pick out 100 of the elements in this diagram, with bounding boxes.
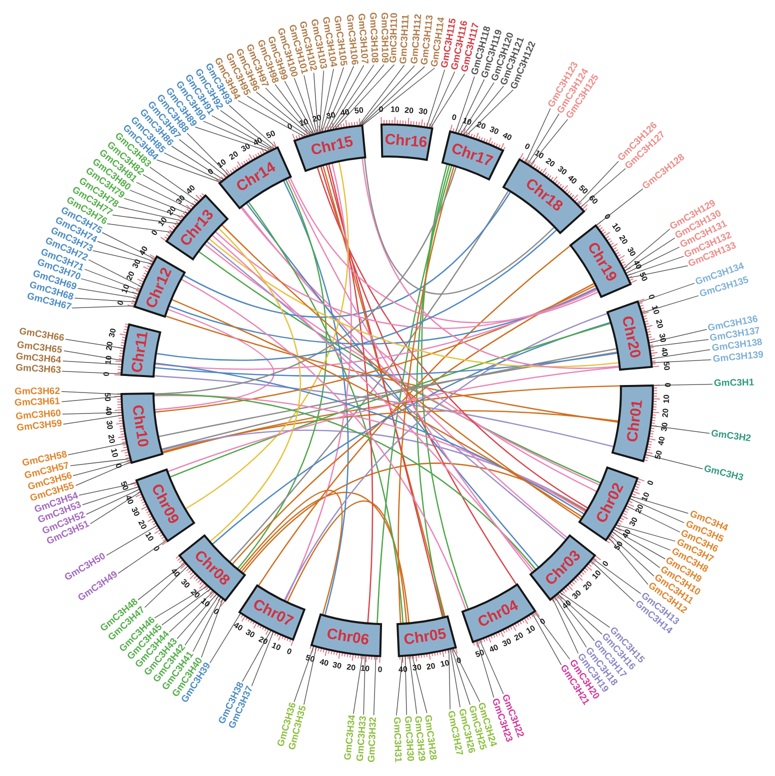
leader-line [162, 588, 211, 626]
leader-line [530, 118, 568, 166]
leader-line [90, 491, 142, 524]
tick-label: 40 [501, 131, 513, 142]
tick-label: 40 [169, 567, 182, 580]
leader-line [136, 182, 192, 210]
leader-line [451, 648, 470, 706]
link-curve [286, 500, 408, 624]
leader-line [304, 74, 318, 134]
tick-label: 10 [109, 447, 119, 458]
link-curve [416, 164, 450, 618]
tick-label: 10 [462, 116, 473, 127]
leader-line [88, 259, 142, 288]
tick-label: 40 [103, 406, 112, 416]
leader-line [251, 630, 274, 686]
leader-line [61, 396, 122, 402]
leader-line [92, 250, 154, 264]
leader-line [149, 166, 200, 202]
tick-label: 10 [142, 531, 154, 543]
leader-line [650, 425, 710, 434]
tick-label: 0 [113, 463, 122, 470]
chromosome-box [218, 146, 292, 210]
leader-line [68, 442, 127, 456]
tick-label: 0 [450, 114, 457, 122]
leader-line [630, 496, 689, 514]
tick-label: 10 [199, 597, 212, 610]
leader-line [156, 160, 222, 183]
link-curve [208, 238, 620, 368]
link-curve [231, 282, 596, 566]
chromosome-label: Chr05 [402, 626, 447, 648]
leader-line [649, 339, 709, 348]
leader-line [577, 160, 619, 205]
leader-line [80, 278, 140, 295]
tick-label: 10 [390, 106, 400, 114]
chromosome-label: Chr16 [384, 132, 428, 150]
leader-line [652, 384, 713, 386]
leader-line [274, 84, 314, 135]
tick-label: 20 [257, 635, 269, 646]
leader-line [144, 566, 188, 608]
leader-line [479, 639, 504, 694]
link-curve [238, 490, 343, 616]
leader-line [304, 646, 317, 706]
tick-label: 40 [318, 658, 329, 668]
tick-label: 20 [136, 519, 148, 531]
tick-label: 50 [638, 272, 649, 283]
leader-line [641, 295, 699, 314]
leader-line [334, 64, 395, 130]
gene-label: GmC3H3 [703, 464, 744, 484]
leader-line [322, 67, 344, 132]
leader-line [580, 168, 626, 208]
leader-line [460, 82, 494, 135]
link-curve [362, 157, 620, 369]
leader-line [554, 596, 587, 648]
leader-line [648, 329, 708, 344]
link-curve [161, 410, 619, 453]
leader-line [72, 460, 131, 476]
tick-label: 20 [228, 150, 240, 162]
tick-label: 30 [326, 110, 336, 120]
chromosome-label: Chr07 [250, 596, 296, 629]
leader-line [525, 108, 551, 164]
tick-label: 30 [108, 327, 118, 338]
tick-label: 30 [130, 506, 141, 518]
leader-line [527, 113, 560, 165]
leader-line [294, 645, 314, 702]
tick-label: 10 [532, 148, 544, 160]
leader-line [77, 288, 138, 299]
leader-line [164, 152, 222, 182]
gene-label: GmC3H32 [366, 716, 379, 762]
tick-label: 50 [118, 480, 130, 492]
tick-label: 0 [152, 544, 161, 553]
leader-line [362, 68, 436, 126]
gene-label: GmC3H31 [391, 716, 403, 762]
leader-line [130, 190, 188, 214]
tick-label: 60 [586, 194, 599, 206]
gene-label: GmC3H110 [389, 12, 400, 64]
leader-line [650, 349, 710, 360]
tick-label: 0 [602, 212, 612, 222]
leader-line [242, 629, 272, 682]
chromosome-box [165, 194, 229, 261]
chromosome-box [120, 392, 164, 464]
leader-line [358, 64, 405, 126]
link-curve [154, 308, 274, 410]
chromosome-label: Chr06 [326, 626, 370, 648]
leader-line [284, 80, 314, 135]
leader-line [324, 66, 354, 132]
tick-label: 20 [662, 408, 670, 418]
tick-label: 30 [244, 628, 256, 640]
leader-line [72, 305, 136, 308]
leader-line [596, 188, 644, 226]
leader-line [65, 338, 125, 349]
tick-label: 30 [104, 420, 114, 430]
tick-label: 30 [628, 516, 640, 528]
link-curve [316, 166, 590, 510]
chromosome-label: Chr12 [143, 265, 174, 310]
link-curve [320, 165, 518, 586]
link-curve [164, 315, 619, 423]
tick-label: 20 [513, 631, 525, 643]
leader-line [211, 115, 274, 150]
tick-label: 40 [658, 436, 668, 446]
leader-line [178, 139, 228, 178]
